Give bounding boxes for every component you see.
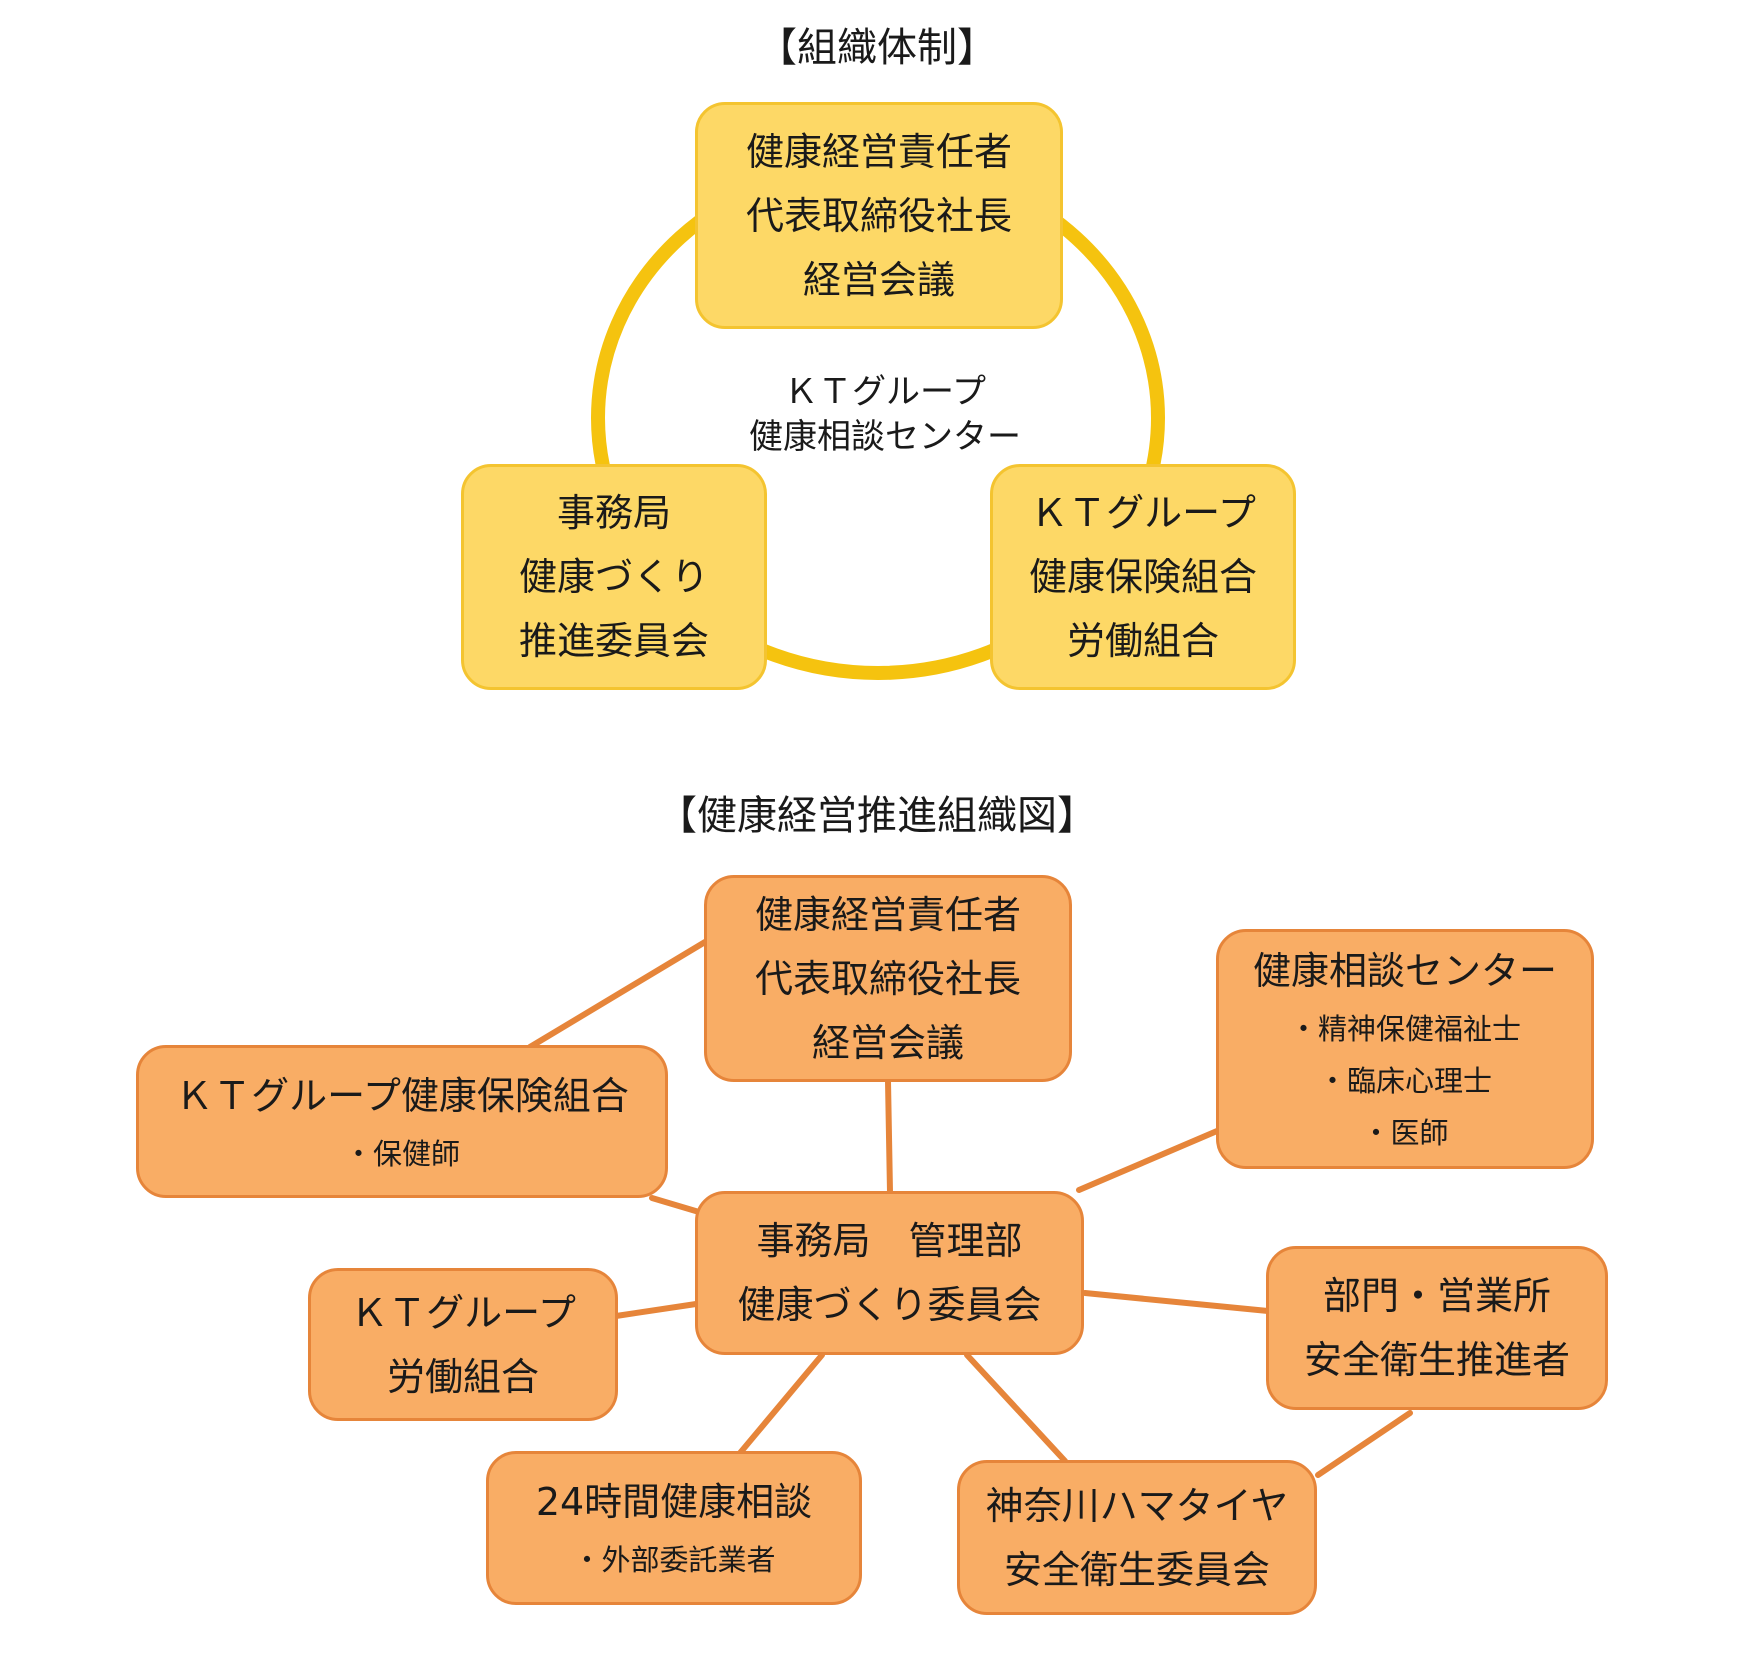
org-left-line-2: 健康づくり xyxy=(518,555,709,599)
org-center-line-1: ＫＴグループ xyxy=(784,372,986,412)
connector-consult-center xyxy=(1076,1128,1220,1193)
connector-insurance-center xyxy=(649,1195,702,1215)
org-right-line-3: 労働組合 xyxy=(1066,619,1219,663)
chart-top-line-1: 健康経営責任者 xyxy=(754,892,1021,937)
chart-insurance-name: ＫＴグループ健康保険組合 xyxy=(175,1073,629,1118)
chart-consult-name: 健康相談センター xyxy=(1252,949,1557,993)
chart-union-line-2: 労働組合 xyxy=(386,1354,539,1399)
org-right-line-1: ＫＴグループ xyxy=(1030,491,1256,535)
chart-top-line-3: 経営会議 xyxy=(811,1020,964,1065)
org-right-line-2: 健康保険組合 xyxy=(1028,555,1257,599)
org-top-box: 健康経営責任者 代表取締役社長 経営会議 xyxy=(695,102,1063,329)
org-right-box: ＫＴグループ 健康保険組合 労働組合 xyxy=(990,464,1296,690)
connector-center-kanagawa xyxy=(964,1352,1068,1464)
connector-lines xyxy=(527,939,1413,1478)
org-top-line-1: 健康経営責任者 xyxy=(745,129,1012,174)
chart-top-line-2: 代表取締役社長 xyxy=(754,956,1021,1001)
connector-union-center xyxy=(613,1301,699,1319)
org-center-line-2: 健康相談センター xyxy=(749,417,1021,457)
chart-branch-line-1: 部門・営業所 xyxy=(1322,1274,1551,1318)
chart-union-box: ＫＴグループ 労働組合 xyxy=(308,1268,618,1421)
chart-hotline-box: 24時間健康相談 ・外部委託業者 xyxy=(486,1451,862,1605)
org-structure-title: 【組織体制】 xyxy=(757,25,997,71)
chart-consult-staff-3: ・医師 xyxy=(1361,1116,1449,1150)
chart-insurance-box: ＫＴグループ健康保険組合 ・保健師 xyxy=(136,1045,668,1198)
promotion-chart-title: 【健康経営推進組織図】 xyxy=(657,793,1097,839)
connector-top-center xyxy=(885,1078,893,1195)
chart-kanagawa-line-2: 安全衛生委員会 xyxy=(1003,1547,1270,1592)
chart-center-line-2: 健康づくり委員会 xyxy=(737,1283,1042,1327)
org-left-box: 事務局 健康づくり 推進委員会 xyxy=(461,464,767,690)
org-left-line-3: 推進委員会 xyxy=(518,619,709,663)
connector-top-insurance xyxy=(527,939,708,1050)
chart-consult-staff-1: ・精神保健福祉士 xyxy=(1288,1012,1521,1046)
chart-union-line-1: ＫＴグループ xyxy=(350,1290,576,1335)
chart-kanagawa-line-1: 神奈川ハマタイヤ xyxy=(985,1483,1289,1528)
chart-branch-box: 部門・営業所 安全衛生推進者 xyxy=(1266,1246,1608,1410)
chart-branch-line-2: 安全衛生推進者 xyxy=(1303,1338,1570,1382)
chart-consult-box: 健康相談センター ・精神保健福祉士 ・臨床心理士 ・医師 xyxy=(1216,929,1594,1169)
chart-top-box: 健康経営責任者 代表取締役社長 経営会議 xyxy=(704,875,1072,1082)
chart-hotline-staff-1: ・外部委託業者 xyxy=(572,1543,776,1577)
org-top-line-3: 経営会議 xyxy=(802,257,955,302)
chart-insurance-staff-1: ・保健師 xyxy=(343,1136,460,1171)
chart-hotline-name: 24時間健康相談 xyxy=(535,1480,813,1524)
connector-branch-kanagawa xyxy=(1315,1410,1413,1478)
connector-center-branch xyxy=(1082,1290,1271,1314)
org-top-line-2: 代表取締役社長 xyxy=(745,193,1012,238)
chart-consult-staff-2: ・臨床心理士 xyxy=(1317,1064,1492,1098)
chart-center-line-1: 事務局 管理部 xyxy=(756,1219,1023,1263)
chart-center-box: 事務局 管理部 健康づくり委員会 xyxy=(695,1191,1084,1355)
chart-kanagawa-box: 神奈川ハマタイヤ 安全衛生委員会 xyxy=(957,1460,1317,1615)
connector-center-hotline xyxy=(737,1352,825,1456)
org-center-label: ＫＴグループ 健康相談センター xyxy=(700,370,1070,460)
org-left-line-1: 事務局 xyxy=(556,491,671,535)
